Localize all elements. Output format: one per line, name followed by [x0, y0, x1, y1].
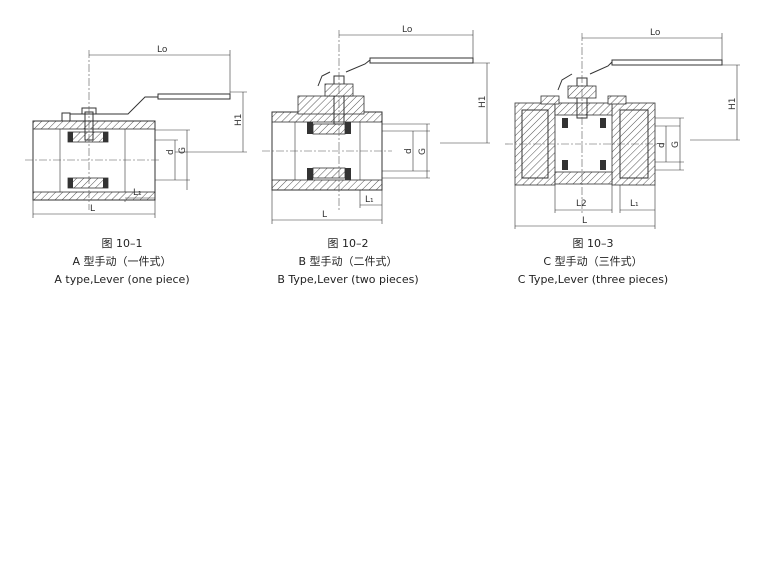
figure-caption-c: 图 10–3 C 型手动（三件式） C Type,Lever (three pi… — [473, 235, 713, 289]
dim-l1: L₁ — [630, 199, 639, 209]
dim-d: d — [404, 148, 414, 154]
dim-g: G — [671, 141, 681, 148]
figure-title-cn: A 型手动（一件式） — [72, 255, 172, 268]
dim-d: d — [166, 149, 176, 155]
figure-title-en: C Type,Lever (three pieces) — [517, 273, 669, 286]
figure-title-en: A type,Lever (one piece) — [54, 273, 190, 286]
dim-lo: Lo — [402, 25, 413, 35]
dim-d: d — [657, 142, 667, 148]
dim-h1: H1 — [478, 96, 488, 109]
valve-drawing-b: Lo H1 d G L₁ L — [262, 25, 490, 224]
dim-l1: L₁ — [365, 195, 374, 205]
dim-l: L — [322, 210, 327, 220]
figure-title-cn: B 型手动（二件式） — [298, 255, 398, 268]
figure-number: 图 10–2 — [327, 237, 369, 250]
dim-lo: Lo — [157, 45, 168, 55]
figure-title-en: B Type,Lever (two pieces) — [277, 273, 419, 286]
figure-number: 图 10–1 — [101, 237, 143, 250]
dim-h1: H1 — [728, 98, 738, 111]
dim-l2: L2 — [576, 199, 587, 209]
dim-l1: L₁ — [133, 188, 142, 198]
dim-h1: H1 — [234, 114, 244, 127]
dim-lo: Lo — [650, 28, 661, 38]
valve-drawing-c: Lo H1 d G L2 L₁ L — [505, 28, 740, 229]
dim-g: G — [178, 147, 188, 154]
figure-caption-b: 图 10–2 B 型手动（二件式） B Type,Lever (two piec… — [228, 235, 468, 289]
dim-g: G — [418, 148, 428, 155]
dim-l: L — [90, 204, 95, 214]
figure-number: 图 10–3 — [572, 237, 614, 250]
figure-caption-a: 图 10–1 A 型手动（一件式） A type,Lever (one piec… — [2, 235, 242, 289]
valve-drawing-a: Lo H1 d G L₁ L — [25, 45, 247, 218]
dim-l: L — [582, 216, 587, 226]
figure-title-cn: C 型手动（三件式） — [543, 255, 643, 268]
